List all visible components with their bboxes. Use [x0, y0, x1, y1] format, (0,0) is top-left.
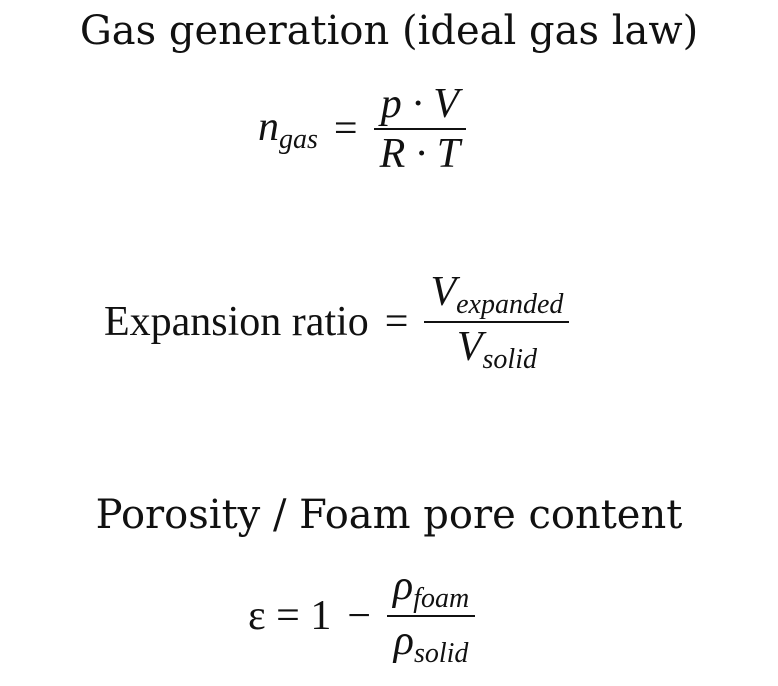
denominator: V [456, 324, 483, 370]
equals: = [384, 299, 409, 345]
denominator-sub: solid [482, 344, 537, 375]
denominator-sub: solid [413, 638, 469, 669]
numerator-sub: foam [413, 583, 470, 614]
lhs: Expansion ratio [104, 299, 369, 345]
heading-porosity: Porosity / Foam pore content [95, 492, 683, 538]
denominator: ρ [393, 618, 414, 664]
numerator: V [430, 269, 457, 315]
lhs-sub: gas [279, 123, 318, 155]
minus: − [347, 593, 372, 639]
equals: = [333, 106, 358, 152]
heading-gas-generation: Gas generation (ideal gas law) [79, 8, 699, 54]
numerator: p · V [380, 81, 459, 127]
lhs: ε = 1 [248, 593, 332, 639]
denominator: R · T [379, 131, 461, 177]
lhs: n [258, 103, 279, 150]
numerator: ρ [393, 563, 414, 609]
numerator-sub: expanded [456, 289, 564, 320]
